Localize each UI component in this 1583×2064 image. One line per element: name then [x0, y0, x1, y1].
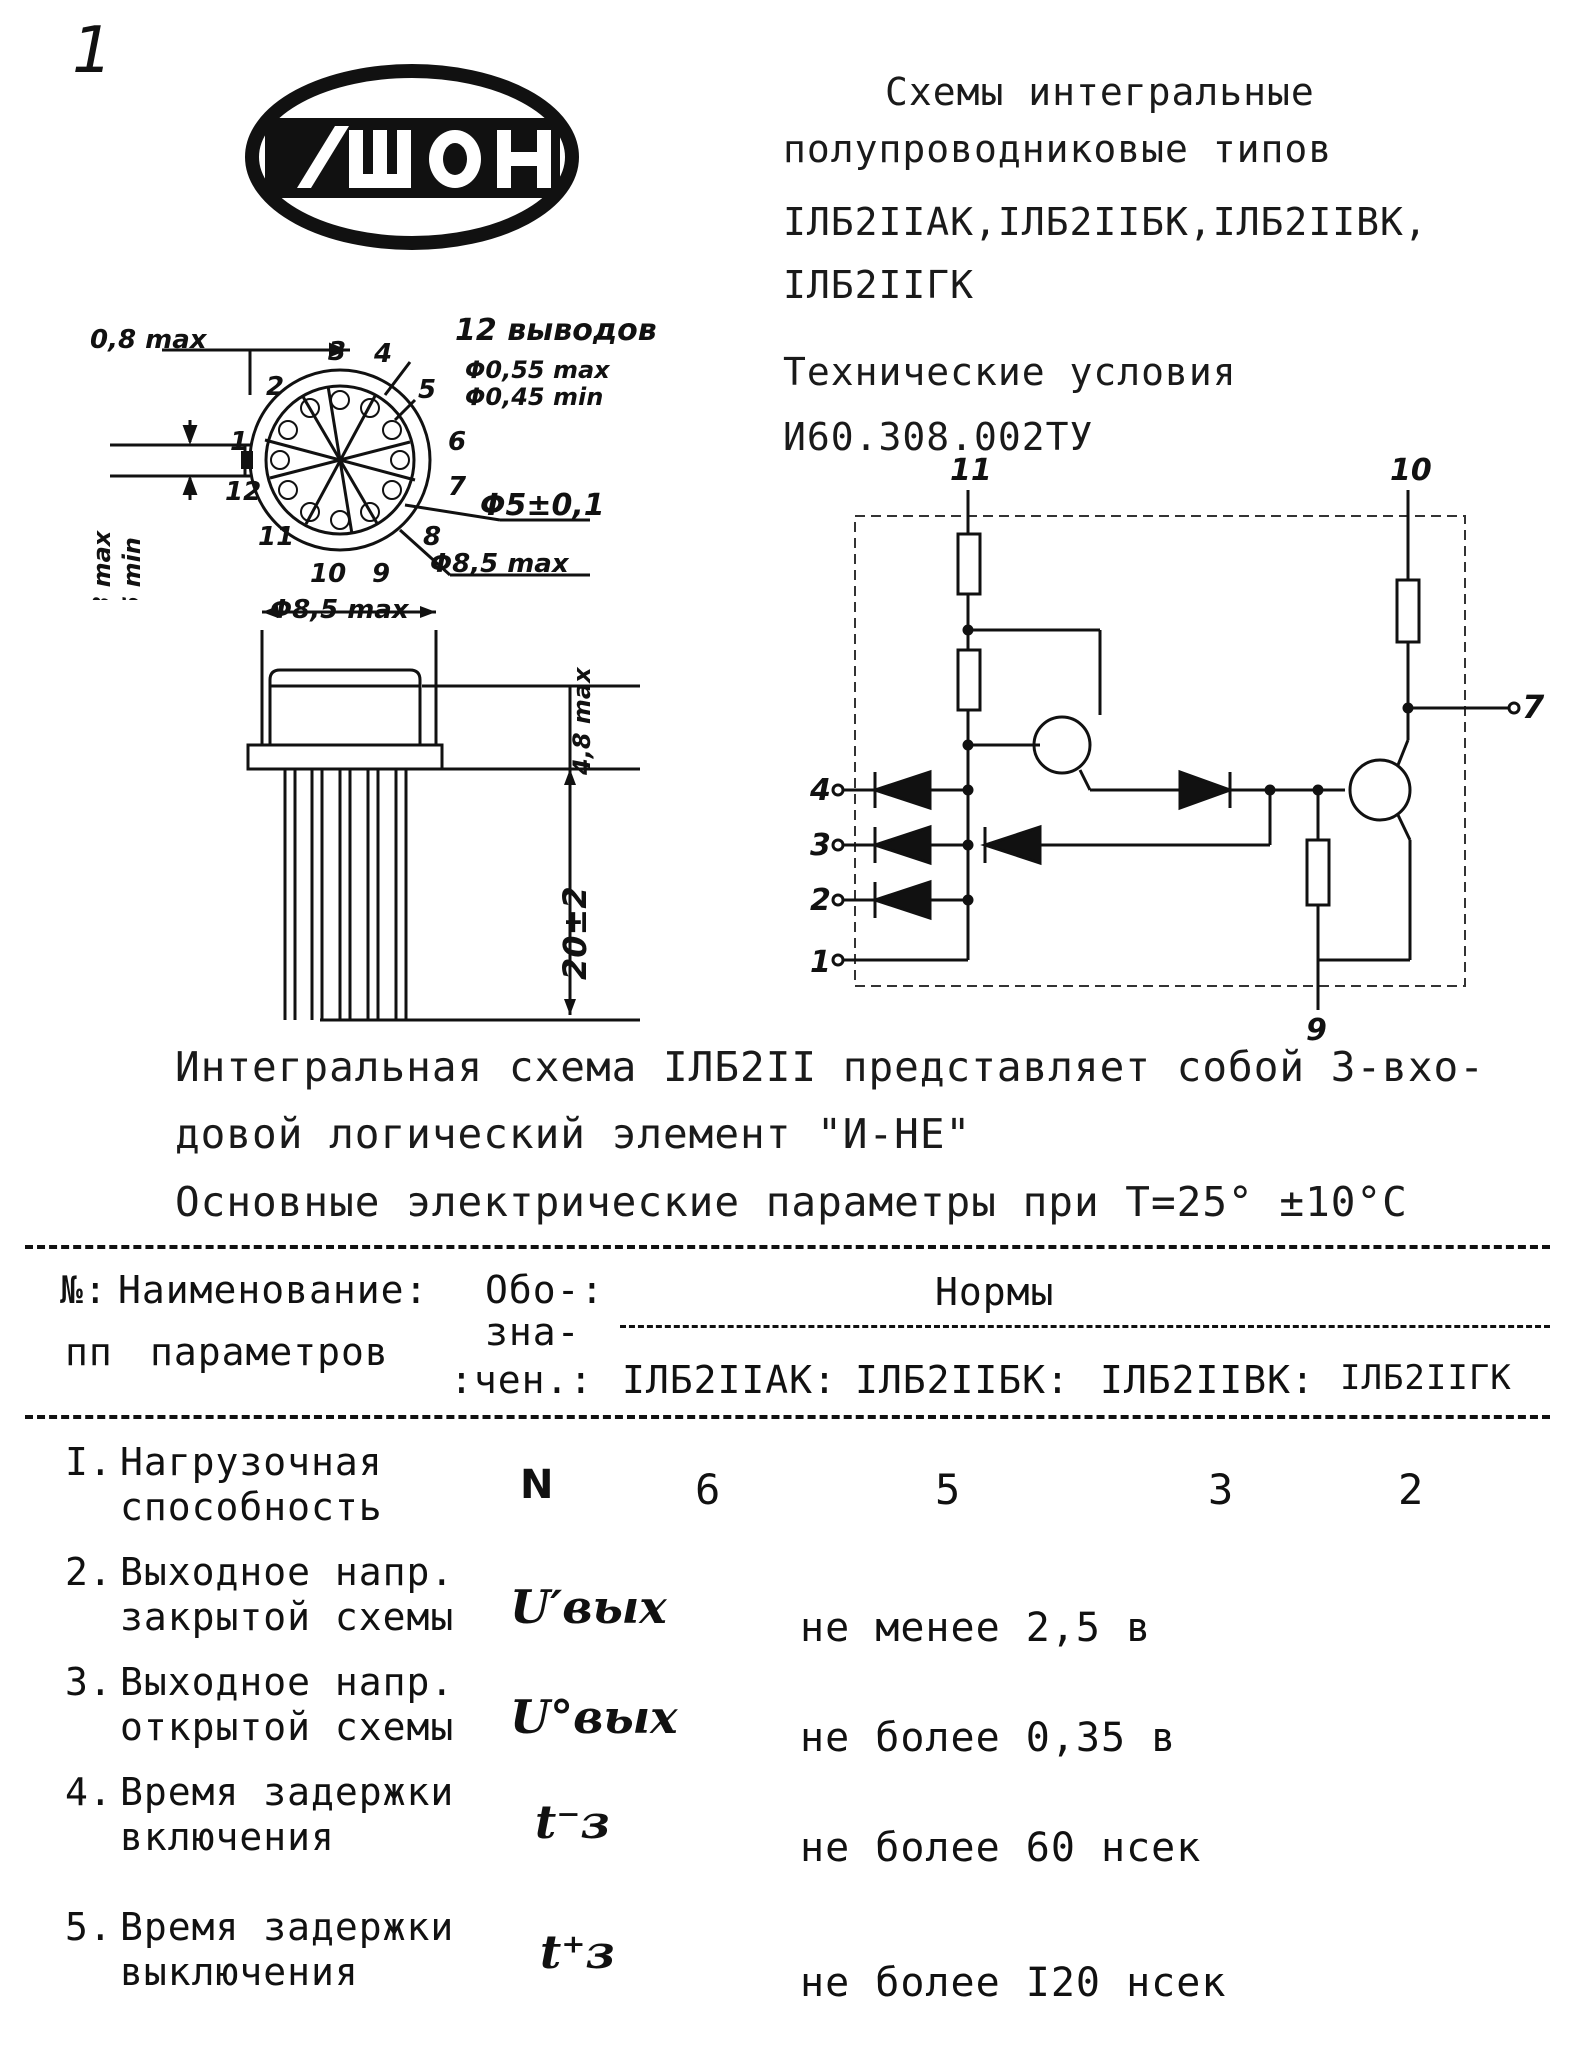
dim-leads-count: 12 выводов: [455, 313, 657, 348]
spec-number: И60.308.002ТУ: [783, 415, 1094, 459]
dim-package-height: 4,8 max: [568, 666, 596, 776]
dim-lead-min: Φ0,45 min: [465, 383, 603, 411]
company-logo: [245, 64, 580, 250]
pin-label-4: 4: [373, 339, 392, 369]
pin-label-2: 2: [266, 372, 284, 402]
schematic-pin-9: 9: [1306, 1013, 1327, 1048]
col-header-sym-2: зна-: [485, 1310, 581, 1354]
row-3-name-2: открытой схемы: [120, 1705, 455, 1749]
row-1-symbol: N: [520, 1462, 554, 1508]
pin-label-1: 1: [230, 427, 248, 457]
row-2-symbol: U′вых: [510, 1580, 667, 1634]
row-5-value: не более Ι20 нсек: [800, 1960, 1227, 2006]
row-1-name-1: Нагрузочная: [120, 1440, 383, 1484]
schematic-pin-7: 7: [1522, 688, 1545, 726]
row-3-name-1: Выходное напр.: [120, 1660, 455, 1704]
row-1-num: Ι.: [65, 1440, 113, 1484]
spec-label: Технические условия: [783, 350, 1237, 394]
table-top-rule: [25, 1245, 1550, 1249]
row-5-symbol: t⁺з: [540, 1925, 615, 1979]
table-header-rule: [25, 1415, 1550, 1419]
dim-lead-length: 20±2: [556, 886, 594, 980]
row-1-value-1: 6: [695, 1465, 722, 1514]
type-header-1: ΙЛБ2ΙΙΑК:: [622, 1358, 837, 1402]
pin-label-12: 12: [225, 477, 261, 507]
schematic-pin-2: 2: [810, 883, 831, 918]
col-header-name-1: Наименование:: [118, 1268, 429, 1312]
row-5-name-1: Время задержки: [120, 1905, 455, 1949]
doc-title-line-2: полупроводниковые типов: [783, 127, 1333, 171]
dim-body-max: Φ8,5 max: [430, 549, 570, 579]
schematic-pin-3: 3: [810, 828, 831, 863]
pin-label-10: 10: [310, 559, 346, 589]
pin-label-5: 5: [418, 375, 436, 405]
doc-title-line-3: ΙЛБ2ΙΙΑΚ,ΙЛБ2ΙΙБК,ΙЛБ2ΙΙВК,: [783, 200, 1428, 244]
type-header-2: ΙЛБ2ΙΙБК:: [855, 1358, 1070, 1402]
package-drawing: Φ8,5 max 4,8 max 20±2: [230, 590, 650, 1030]
description-line-1: Интегральная схема ΙЛБ2ΙΙ представляет с…: [175, 1043, 1485, 1091]
row-2-name-2: закрытой схемы: [120, 1595, 455, 1639]
description-line-3: Основные электрические параметры при Т=2…: [175, 1178, 1408, 1226]
col-header-sym-1: Обо-:: [485, 1268, 605, 1312]
circuit-schematic: 11 10 7 4 3 2 1 9: [790, 450, 1560, 1050]
row-4-name-2: включения: [120, 1815, 335, 1859]
pin-label-6: 6: [448, 427, 466, 457]
row-2-value: не менее 2,5 в: [800, 1605, 1152, 1651]
row-4-name-1: Время задержки: [120, 1770, 455, 1814]
schematic-pin-1: 1: [810, 945, 831, 980]
row-3-value: не более 0,35 в: [800, 1715, 1177, 1761]
row-3-num: 3.: [65, 1660, 113, 1704]
dim-tab-len-min: 0,75 min: [118, 537, 146, 600]
pin-label-11: 11: [258, 522, 294, 552]
pinout-drawing: 1 2 3 4 5 6 7 8 9 10 11 12 12 выводов Φ0…: [70, 300, 690, 655]
col-header-no-1: №:: [60, 1268, 108, 1312]
row-1-value-2: 5: [935, 1465, 962, 1514]
row-1-value-4: 2: [1398, 1465, 1425, 1514]
row-4-value: не более 60 нсек: [800, 1825, 1202, 1871]
doc-title-line-1: Схемы интегральные: [885, 70, 1315, 114]
norms-rule: [620, 1325, 1550, 1328]
dim-package-diameter: Φ8,5 max: [270, 595, 410, 625]
row-1-name-2: способность: [120, 1485, 383, 1529]
type-header-4: ΙЛБ2ΙΙГК: [1340, 1358, 1512, 1398]
pin-label-8: 8: [423, 522, 441, 552]
row-1-value-3: 3: [1208, 1465, 1235, 1514]
dim-pitch-circle: Φ5±0,1: [480, 488, 605, 523]
schematic-pin-11: 11: [950, 453, 992, 488]
col-header-no-2: пп: [65, 1330, 113, 1374]
row-5-num: 5.: [65, 1905, 113, 1949]
dim-tab: 0,8 max: [90, 325, 208, 355]
doc-title-line-4: ΙЛБ2ΙΙГК: [783, 263, 975, 307]
type-header-3: ΙЛБ2ΙΙВК:: [1100, 1358, 1315, 1402]
row-5-name-2: выключения: [120, 1950, 359, 1994]
description-line-2: довой логический элемент "И-НЕ": [175, 1110, 972, 1158]
row-4-num: 4.: [65, 1770, 113, 1814]
row-2-name-1: Выходное напр.: [120, 1550, 455, 1594]
col-header-name-2: параметров: [150, 1330, 389, 1374]
pin-label-3: 3: [328, 337, 346, 367]
dim-lead-max: Φ0,55 max: [465, 356, 611, 384]
page-number: 1: [72, 14, 113, 88]
norms-header: Нормы: [935, 1270, 1055, 1314]
col-header-sym-3: :чен.:: [450, 1358, 594, 1402]
row-3-symbol: U°вых: [510, 1690, 678, 1744]
pin-label-9: 9: [372, 559, 390, 589]
pin-label-7: 7: [448, 472, 467, 502]
row-2-num: 2.: [65, 1550, 113, 1594]
schematic-pin-4: 4: [809, 773, 831, 808]
dim-tab-len-max: 0,83 max: [88, 529, 116, 600]
schematic-pin-10: 10: [1390, 453, 1432, 488]
row-4-symbol: t⁻з: [535, 1795, 610, 1849]
